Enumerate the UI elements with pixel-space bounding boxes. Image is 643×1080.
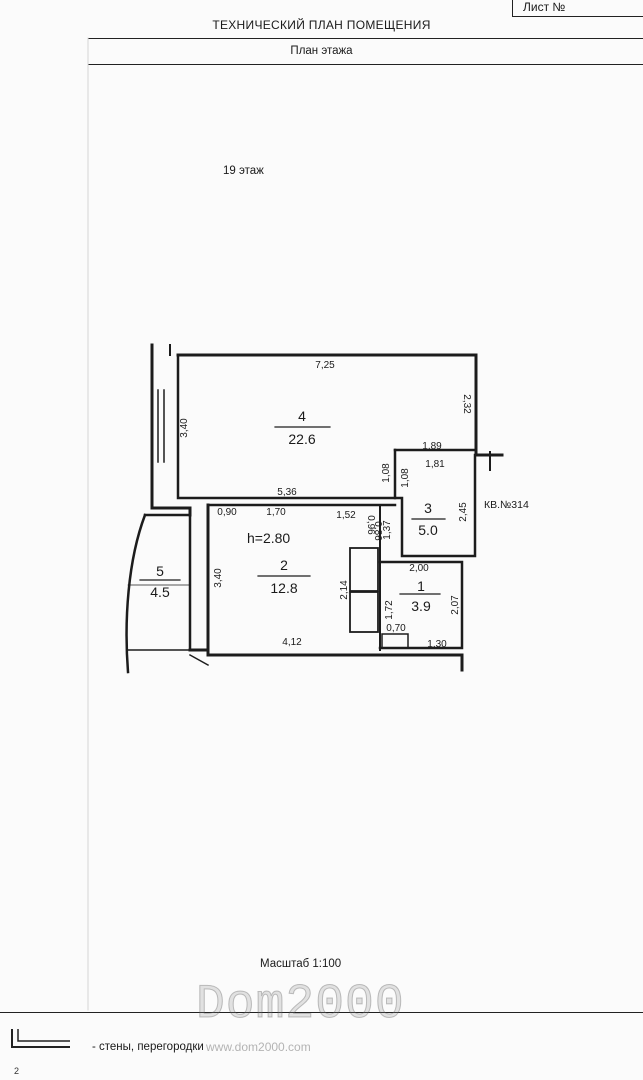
room-1-area: 3.9 [411, 598, 431, 614]
document-title: ТЕХНИЧЕСКИЙ ПЛАН ПОМЕЩЕНИЯ [212, 18, 431, 32]
room-4-area: 22.6 [288, 431, 315, 447]
dim-1-89: 1,89 [422, 441, 442, 452]
watermark-logo: Dom2000 [196, 978, 405, 1033]
room-3-number: 3 [424, 500, 432, 516]
room-5-area: 4.5 [150, 584, 170, 600]
room-3-area: 5.0 [418, 522, 438, 538]
wall-legend-label: - стены, перегородки [92, 1041, 204, 1053]
room-4-number: 4 [298, 408, 306, 424]
dim-3-40-top: 3,40 [179, 418, 190, 438]
dim-2-45: 2,45 [458, 502, 469, 522]
dim-2-07: 2,07 [450, 595, 461, 615]
dim-4-12: 4,12 [282, 637, 302, 648]
dim-1-72: 1,72 [384, 600, 395, 620]
dim-1-30: 1,30 [427, 639, 447, 650]
room-5-number: 5 [156, 563, 164, 579]
dim-1-37: 1,37 [382, 520, 393, 540]
watermark-url: www.dom2000.com [206, 1040, 311, 1054]
footer-rule [0, 1012, 643, 1013]
plan-subtitle: План этажа [290, 45, 353, 57]
sheet-number-label: Лист № [523, 0, 566, 14]
apartment-label: КВ.№314 [484, 499, 529, 511]
ceiling-height: h=2.80 [247, 530, 290, 546]
dim-0-70: 0,70 [386, 623, 406, 634]
room-1-number: 1 [417, 578, 425, 594]
dim-5-36: 5,36 [277, 487, 297, 498]
dim-0-90: 0,90 [217, 507, 237, 518]
dim-1-81: 1,81 [425, 459, 445, 470]
scale-label: Масштаб 1:100 [260, 958, 342, 970]
dim-2-14: 2,14 [339, 580, 350, 600]
room-2-number: 2 [280, 557, 288, 573]
floor-label: 19 этаж [223, 165, 264, 177]
dim-7-25: 7,25 [315, 360, 335, 371]
header-rule-top [88, 38, 643, 39]
sheet-number-box: Лист № [512, 0, 643, 17]
dim-0-96: 0,96 [365, 515, 376, 535]
wall-legend-icon [11, 1029, 70, 1048]
dim-1-08-a: 1,08 [381, 463, 392, 483]
page-number: 2 [14, 1066, 20, 1076]
room-2-area: 12.8 [270, 580, 297, 596]
dim-1-52: 1,52 [336, 510, 356, 521]
dim-2-00: 2,00 [409, 563, 429, 574]
dim-3-40-mid: 3,40 [213, 568, 224, 588]
dim-1-70: 1,70 [266, 507, 286, 518]
dim-1-08-b: 1,08 [400, 468, 411, 488]
dim-2-32: 2,32 [461, 394, 472, 414]
dim-0-86: 0,86 [372, 521, 383, 541]
header-rule-bottom [88, 64, 643, 65]
